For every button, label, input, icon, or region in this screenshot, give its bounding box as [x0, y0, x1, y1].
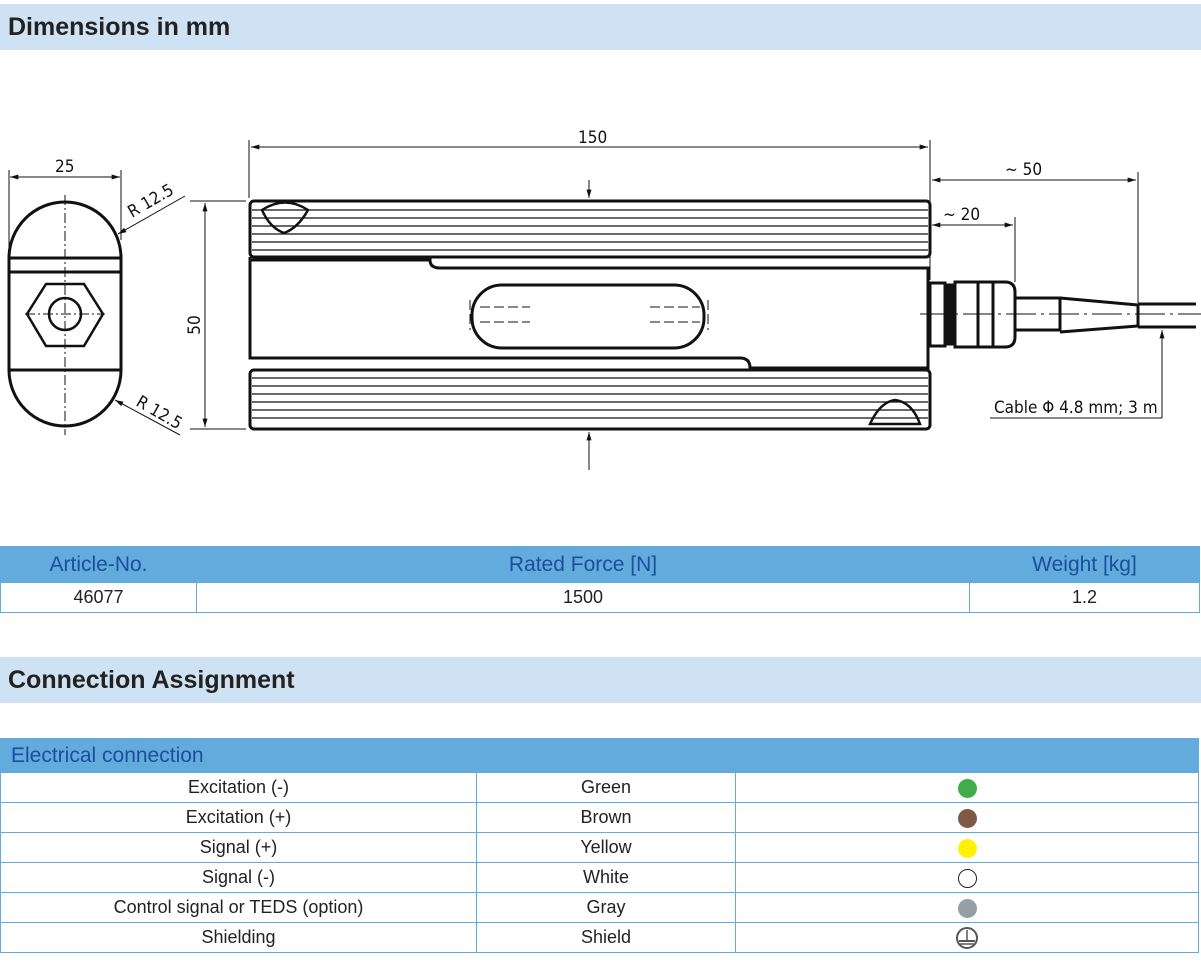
connection-header: Connection Assignment [0, 657, 1201, 703]
table-row: Excitation (-) Green [0, 772, 1199, 803]
cable-note: Cable Φ 4.8 mm; 3 m [994, 398, 1158, 418]
weight: 1.2 [969, 582, 1200, 613]
color-swatch [735, 832, 1199, 863]
white-dot-icon [957, 868, 977, 888]
brown-dot-icon [957, 808, 977, 828]
table-row: 46077 1500 1.2 [0, 582, 1200, 613]
electrical-title: Electrical connection [0, 738, 1199, 773]
table-row: Excitation (+) Brown [0, 802, 1199, 833]
header-article-no: Article-No. [0, 546, 197, 583]
gray-dot-icon [957, 898, 977, 918]
signal: Control signal or TEDS (option) [0, 892, 477, 923]
dim-cable-50-label: ~ 50 [1005, 160, 1042, 180]
signal: Excitation (+) [0, 802, 477, 833]
color-swatch [735, 862, 1199, 893]
wire-color: Yellow [476, 832, 736, 863]
electrical-table: Electrical connection Excitation (-) Gre… [0, 738, 1199, 953]
table-row: Shielding Shield [0, 922, 1199, 953]
radius-top-label: R 12.5 [125, 180, 178, 222]
table-row: Signal (+) Yellow [0, 832, 1199, 863]
signal: Excitation (-) [0, 772, 477, 803]
connection-title: Connection Assignment [8, 666, 295, 694]
dim-length-label: 150 [578, 128, 607, 148]
signal: Signal (+) [0, 832, 477, 863]
load-cell-body [248, 199, 932, 431]
header-rated-force: Rated Force [N] [196, 546, 970, 583]
rated-force: 1500 [196, 582, 970, 613]
ribbing [252, 209, 928, 419]
table-row: Signal (-) White [0, 862, 1199, 893]
ground-icon [956, 926, 978, 949]
wire-color: White [476, 862, 736, 893]
green-dot-icon [957, 778, 977, 798]
table-row: Control signal or TEDS (option) Gray [0, 892, 1199, 923]
wire-color: Brown [476, 802, 736, 833]
signal: Shielding [0, 922, 477, 953]
dim-cable-20-label: ~ 20 [943, 205, 980, 225]
spec-table: Article-No. Rated Force [N] Weight [kg] … [0, 546, 1200, 613]
radius-bottom-label: R 12.5 [133, 392, 186, 434]
end-view [7, 195, 123, 435]
yellow-dot-icon [957, 838, 977, 858]
wire-color: Gray [476, 892, 736, 923]
dim-height-label: 50 [185, 315, 205, 334]
wire-color: Green [476, 772, 736, 803]
color-swatch [735, 922, 1199, 953]
dimensions-title: Dimensions in mm [8, 13, 231, 41]
color-swatch [735, 802, 1199, 833]
dim-width-label: 25 [55, 157, 74, 177]
signal: Signal (-) [0, 862, 477, 893]
dimension-drawing: 25 R 12.5 R 12.5 [7, 128, 1201, 470]
header-weight: Weight [kg] [969, 546, 1200, 583]
color-swatch [735, 772, 1199, 803]
article-no: 46077 [0, 582, 197, 613]
wire-color: Shield [476, 922, 736, 953]
color-swatch [735, 892, 1199, 923]
dimensions-header: Dimensions in mm [0, 4, 1201, 50]
